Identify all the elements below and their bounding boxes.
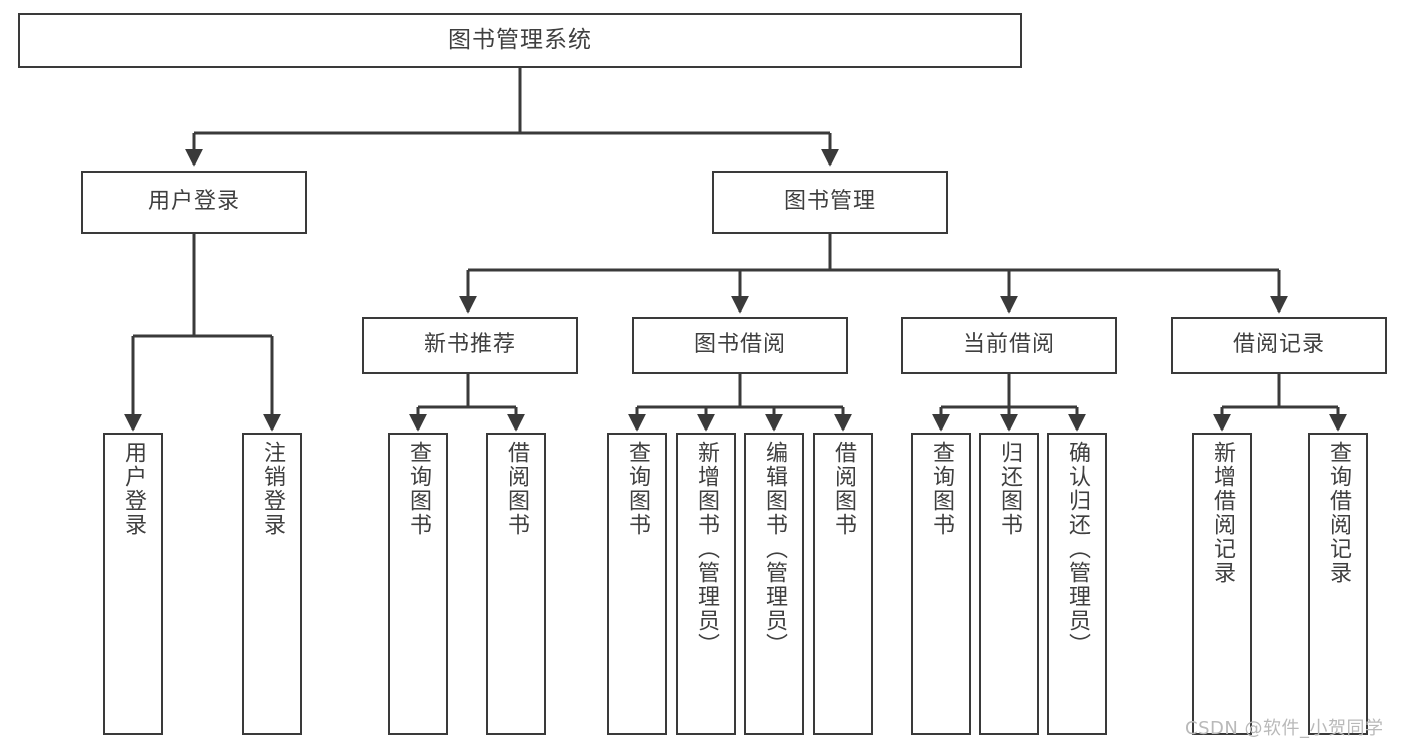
node-leaf-logout[interactable]: 注销登录 [242,433,302,735]
node-leaf-edit-book-admin[interactable]: 编辑图书（管理员） [744,433,804,735]
node-borrow-record-label: 借阅记录 [1232,332,1325,358]
node-leaf-add-borrow-record-label: 新增借阅记录 [1209,441,1235,585]
node-root-book-management-system[interactable]: 图书管理系统 [18,13,1022,68]
node-leaf-return-book[interactable]: 归还图书 [979,433,1039,735]
node-leaf-borrow-book-recommend-label: 借阅图书 [503,441,529,537]
node-leaf-query-book-current[interactable]: 查询图书 [911,433,971,735]
node-leaf-query-book-borrow[interactable]: 查询图书 [607,433,667,735]
watermark-text: CSDN @软件_小贺同学 [1185,718,1384,739]
node-leaf-query-book-borrow-label: 查询图书 [624,441,650,537]
node-leaf-return-book-label: 归还图书 [996,441,1022,537]
node-new-book-recommend[interactable]: 新书推荐 [362,317,578,374]
node-current-borrow[interactable]: 当前借阅 [901,317,1117,374]
node-leaf-edit-book-admin-label: 编辑图书（管理员） [761,441,787,657]
node-leaf-query-book-recommend-label: 查询图书 [405,441,431,537]
node-book-borrow-label: 图书借阅 [693,332,786,358]
node-leaf-confirm-return-admin-label: 确认归还（管理员） [1064,441,1090,657]
node-user-login[interactable]: 用户登录 [81,171,307,234]
node-leaf-borrow-book-label: 借阅图书 [830,441,856,537]
node-new-book-recommend-label: 新书推荐 [423,332,516,358]
node-current-borrow-label: 当前借阅 [962,332,1055,358]
node-borrow-record[interactable]: 借阅记录 [1171,317,1387,374]
node-root-label: 图书管理系统 [448,26,592,53]
node-leaf-user-login-label: 用户登录 [120,441,146,537]
node-book-management[interactable]: 图书管理 [712,171,948,234]
node-leaf-confirm-return-admin[interactable]: 确认归还（管理员） [1047,433,1107,735]
node-book-management-label: 图书管理 [783,189,876,215]
node-leaf-add-borrow-record[interactable]: 新增借阅记录 [1192,433,1252,735]
node-leaf-query-book-recommend[interactable]: 查询图书 [388,433,448,735]
node-leaf-borrow-book[interactable]: 借阅图书 [813,433,873,735]
node-leaf-user-login[interactable]: 用户登录 [103,433,163,735]
node-leaf-logout-label: 注销登录 [259,441,285,537]
node-leaf-borrow-book-recommend[interactable]: 借阅图书 [486,433,546,735]
node-leaf-query-borrow-record[interactable]: 查询借阅记录 [1308,433,1368,735]
node-leaf-query-borrow-record-label: 查询借阅记录 [1325,441,1351,585]
node-user-login-label: 用户登录 [147,189,240,215]
node-book-borrow[interactable]: 图书借阅 [632,317,848,374]
node-leaf-query-book-current-label: 查询图书 [928,441,954,537]
node-leaf-add-book-admin-label: 新增图书（管理员） [693,441,719,657]
node-leaf-add-book-admin[interactable]: 新增图书（管理员） [676,433,736,735]
